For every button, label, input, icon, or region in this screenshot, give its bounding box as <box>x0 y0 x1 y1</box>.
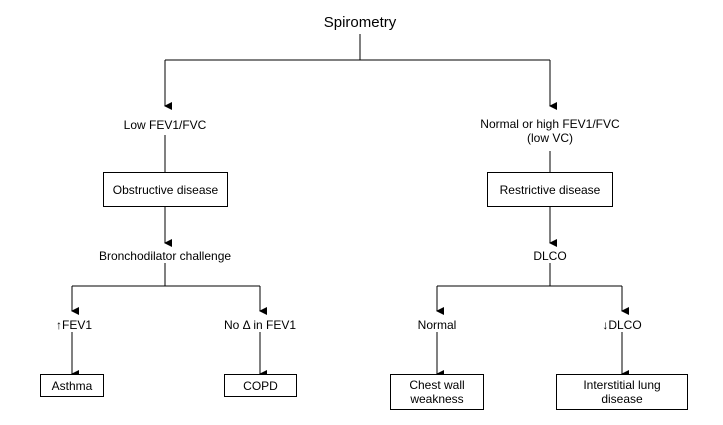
no-change-fev-label: No Δ in FEV1 <box>223 318 297 332</box>
normal-high-fev-ratio-label: Normal or high FEV1/FVC (low VC) <box>480 117 619 145</box>
bronchodilator-challenge-label: Bronchodilator challenge <box>98 249 232 263</box>
decreased-dlco-label: ↓DLCO <box>602 318 642 332</box>
chest-wall-line1: Chest wall <box>409 378 465 392</box>
dlco-label: DLCO <box>533 249 567 263</box>
chest-wall-line2: weakness <box>410 392 464 406</box>
increased-fev-label: ↑FEV1 <box>55 318 93 332</box>
obstructive-disease-box: Obstructive disease <box>103 172 228 207</box>
restrictive-disease-box: Restrictive disease <box>487 172 613 207</box>
normal-dlco-label: Normal <box>417 318 457 332</box>
interstitial-lung-disease-box: Interstitial lung disease <box>556 374 688 410</box>
low-fev-ratio-label: Low FEV1/FVC <box>123 118 207 132</box>
interstitial-line1: Interstitial lung <box>583 378 661 392</box>
diagram-title: Spirometry <box>323 14 397 31</box>
asthma-box: Asthma <box>40 374 104 397</box>
interstitial-line2: disease <box>601 392 643 406</box>
normal-high-fev-ratio-line2: (low VC) <box>526 131 574 145</box>
copd-box: COPD <box>224 374 297 397</box>
normal-high-fev-ratio-line1: Normal or high FEV1/FVC <box>480 117 620 131</box>
chest-wall-weakness-box: Chest wall weakness <box>390 374 484 410</box>
